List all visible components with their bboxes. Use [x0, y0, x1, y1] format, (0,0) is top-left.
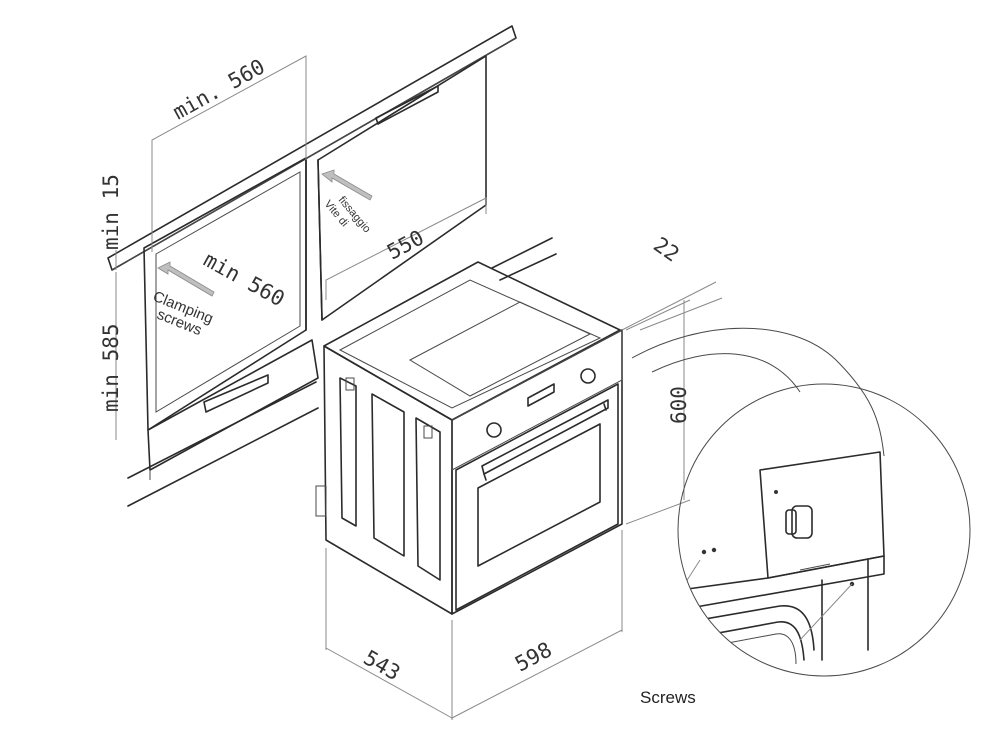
label-screws-detail: Screws [640, 688, 696, 707]
cabinet-unit [107, 25, 517, 507]
dim-oven-width: 598 [511, 637, 556, 676]
screw-icon [711, 547, 717, 553]
display-icon [527, 383, 555, 407]
dim-cabinet-width-top: min. 560 [169, 54, 269, 124]
dim-cabinet-height: min 585 [99, 323, 123, 412]
dim-oven-height: 600 [667, 386, 691, 424]
label-vite-fissaggio: Vite di fissaggio [321, 169, 373, 235]
oven [315, 237, 623, 615]
dim-cabinet-gap-top: min 15 [99, 174, 123, 250]
oven-dimensions: 22 600 543 598 [325, 232, 723, 720]
label-clamping-screws: Clamping screws [151, 261, 216, 339]
arrow-icon [321, 169, 373, 201]
knob-left-icon [486, 422, 502, 438]
screw-icon [774, 490, 778, 494]
dim-front-thickness: 22 [649, 232, 683, 266]
knob-detail-icon [791, 505, 813, 539]
arrow-icon [157, 261, 215, 297]
screw-icon [701, 549, 707, 555]
oven-handle [481, 399, 609, 475]
cabinet-dimensions: min. 560 min 560 min 15 min 585 550 [99, 54, 487, 440]
screws-detail: Screws [631, 327, 971, 707]
knob-right-icon [580, 368, 596, 384]
dim-cabinet-width-inner: min 560 [200, 247, 289, 311]
